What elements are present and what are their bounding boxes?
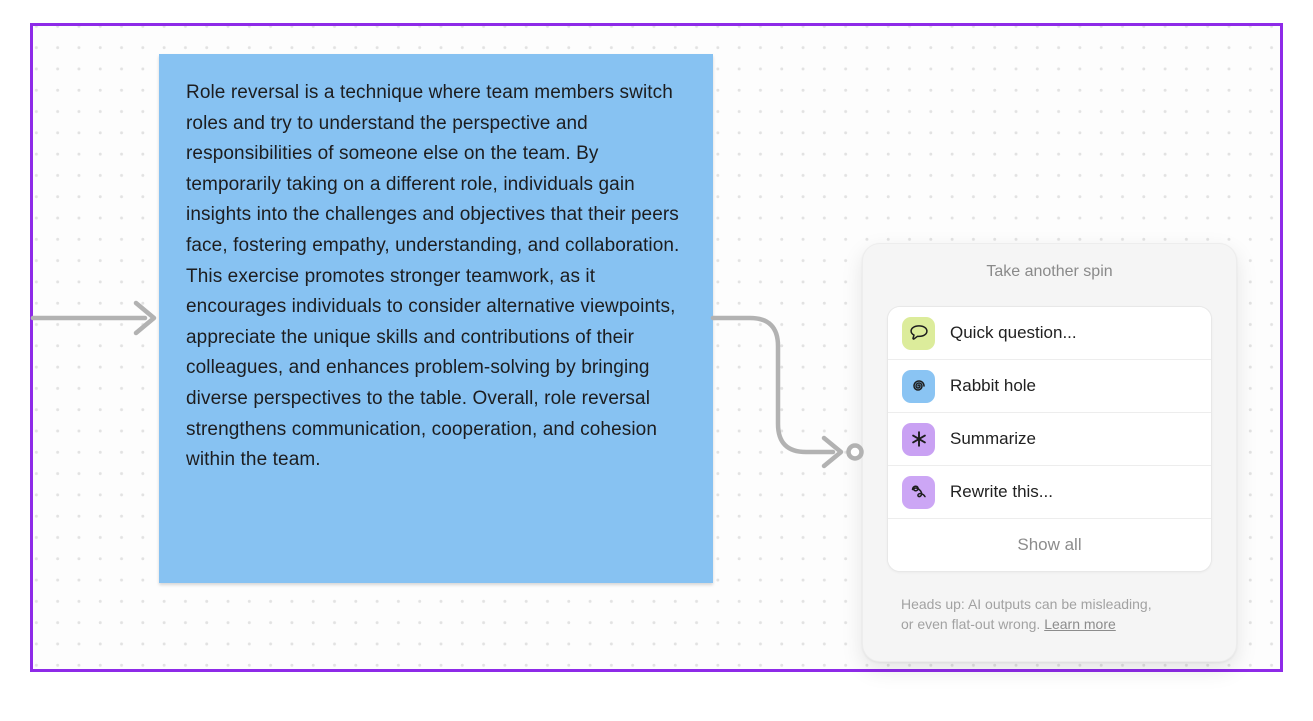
whiteboard-canvas[interactable]: Role reversal is a technique where team … [30,23,1283,672]
sticky-note[interactable]: Role reversal is a technique where team … [159,54,713,583]
menu-item-rabbit-hole[interactable]: Rabbit hole [888,360,1211,413]
menu-item-quick-question[interactable]: Quick question... [888,307,1211,360]
ai-menu-panel: Take another spin Quick question... Rabb… [862,243,1237,662]
menu-item-summarize[interactable]: Summarize [888,413,1211,466]
spiral-icon [902,369,935,403]
sticky-note-text: Role reversal is a technique where team … [186,82,680,471]
ai-disclaimer: Heads up: AI outputs can be misleading, … [901,594,1198,634]
connector-arrow-into-note[interactable] [30,300,157,336]
panel-title: Take another spin [986,263,1113,280]
menu-item-rewrite[interactable]: Rewrite this... [888,466,1211,519]
connector-endpoint-dot[interactable] [846,443,864,461]
ai-menu-list: Quick question... Rabbit hole [887,306,1212,572]
disclaimer-line1: Heads up: AI outputs can be misleading, [901,596,1152,612]
menu-item-label: Quick question... [950,323,1077,342]
connector-note-to-menu[interactable] [710,315,844,469]
show-all-button[interactable]: Show all [888,519,1211,571]
menu-item-label: Rewrite this... [950,482,1053,501]
speech-bubble-icon [902,316,935,350]
disclaimer-line2: or even flat-out wrong. [901,616,1041,632]
menu-item-label: Summarize [950,429,1036,448]
asterisk-icon [902,422,935,456]
learn-more-link[interactable]: Learn more [1044,616,1116,632]
squiggle-icon [902,475,935,509]
menu-item-label: Rabbit hole [950,376,1037,395]
